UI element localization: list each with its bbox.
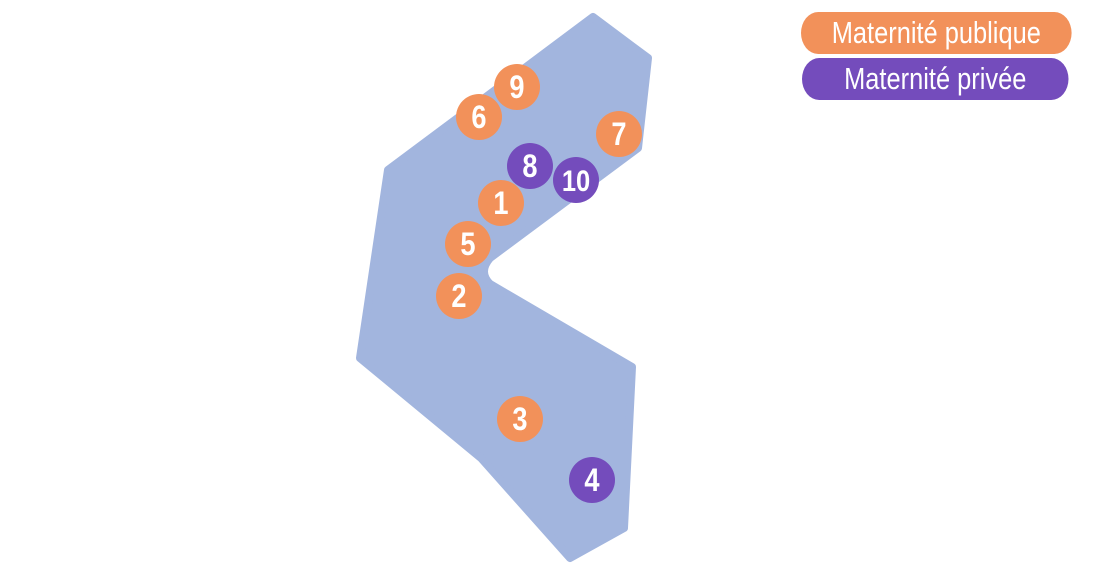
maternity-marker-5[interactable]: 5: [445, 221, 491, 267]
maternity-marker-8[interactable]: 8: [507, 143, 553, 189]
marker-circle: [456, 94, 502, 140]
marker-label: 10: [562, 164, 590, 197]
marker-circle: [436, 273, 482, 319]
marker-label: 8: [522, 149, 537, 185]
marker-label: 7: [611, 117, 626, 153]
marker-circle: [553, 157, 599, 203]
marker-circle: [596, 111, 642, 157]
region-shape: [356, 13, 652, 562]
maternity-marker-3[interactable]: 3: [497, 396, 543, 442]
marker-circle: [497, 396, 543, 442]
maternity-marker-9[interactable]: 9: [494, 64, 540, 110]
maternity-marker-7[interactable]: 7: [596, 111, 642, 157]
legend-public-maternity: Maternité publique: [801, 12, 1072, 54]
marker-circle: [569, 457, 615, 503]
maternity-marker-10[interactable]: 10: [553, 157, 599, 203]
maternity-marker-2[interactable]: 2: [436, 273, 482, 319]
marker-label: 3: [512, 402, 527, 438]
maternity-marker-6[interactable]: 6: [456, 94, 502, 140]
marker-circle: [494, 64, 540, 110]
maternity-marker-4[interactable]: 4: [569, 457, 615, 503]
marker-label: 5: [460, 227, 475, 263]
marker-label: 4: [584, 463, 600, 499]
marker-circle: [445, 221, 491, 267]
legend-private-maternity: Maternité privée: [802, 58, 1069, 100]
maternity-marker-1[interactable]: 1: [478, 180, 524, 226]
marker-label: 6: [471, 100, 486, 136]
marker-label: 1: [493, 186, 508, 222]
marker-label: 9: [509, 70, 524, 106]
marker-label: 2: [451, 279, 466, 315]
marker-circle: [507, 143, 553, 189]
marker-circle: [478, 180, 524, 226]
